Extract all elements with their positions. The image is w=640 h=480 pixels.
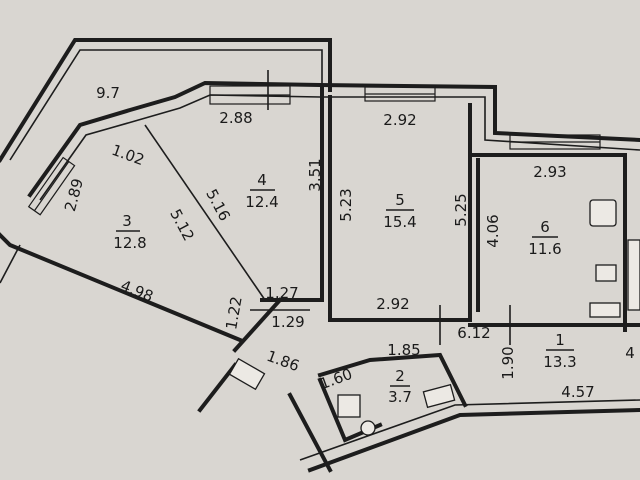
dim-hall-height: 1.90 — [499, 346, 517, 379]
room-3-area: 12.8 — [113, 234, 146, 252]
dim-diag-short: 1.02 — [109, 141, 147, 169]
dim-room6-left: 4.06 — [484, 214, 502, 247]
dim-left-wall: 2.89 — [61, 177, 87, 214]
room-6-number: 6 — [540, 218, 550, 236]
exterior-wall-bottom — [287, 392, 640, 473]
dim-corridor-c: 1.22 — [222, 295, 246, 331]
room-3-number: 3 — [122, 212, 132, 230]
interior-walls — [144, 86, 640, 413]
dim-bath-top-a: 1.60 — [317, 365, 355, 393]
dim-corridor-b: 1.29 — [271, 313, 304, 331]
bathroom-walls — [317, 352, 468, 443]
dim-room5-right: 5.25 — [452, 193, 470, 226]
room-partial-number: 4 — [625, 344, 635, 362]
dim-corridor-a: 1.27 — [265, 284, 298, 302]
dim-room1-bottom: 4.57 — [561, 383, 594, 401]
room-6-area: 11.6 — [528, 240, 561, 258]
dim-diag-b: 5.12 — [166, 206, 198, 244]
dim-left-bottom: 4.98 — [118, 276, 156, 305]
dim-top-window-left: 2.88 — [219, 109, 252, 127]
kitchen-fixtures — [589, 199, 640, 318]
dim-balcony: 9.7 — [96, 84, 120, 102]
dim-diag-a: 5.16 — [202, 186, 234, 224]
dim-bath-top-b: 1.85 — [387, 341, 420, 359]
room-5-area: 15.4 — [383, 213, 416, 231]
room-4-area: 12.4 — [245, 193, 278, 211]
room-4-number: 4 — [257, 171, 267, 189]
dim-room4-right: 3.51 — [306, 158, 324, 191]
dim-bath-left: 1.86 — [264, 347, 302, 375]
dim-top-window-right: 2.93 — [533, 163, 566, 181]
room-1-number: 1 — [555, 331, 565, 349]
room-5-number: 5 — [395, 191, 405, 209]
dim-room5-left: 5.23 — [337, 188, 355, 221]
dim-room5-bottom: 2.92 — [376, 295, 409, 313]
room-2-number: 2 — [395, 367, 405, 385]
dim-corridor-len: 6.12 — [457, 324, 490, 342]
dim-top-window-mid: 2.92 — [383, 111, 416, 129]
room-1-area: 13.3 — [543, 353, 576, 371]
balcony-walls — [0, 38, 332, 163]
room-2-area: 3.7 — [388, 388, 412, 406]
room-labels: 3 12.8 4 12.4 5 15.4 6 11.6 1 13.3 2 3.7… — [113, 171, 634, 406]
exterior-wall-left — [0, 232, 243, 343]
windows — [27, 70, 601, 216]
